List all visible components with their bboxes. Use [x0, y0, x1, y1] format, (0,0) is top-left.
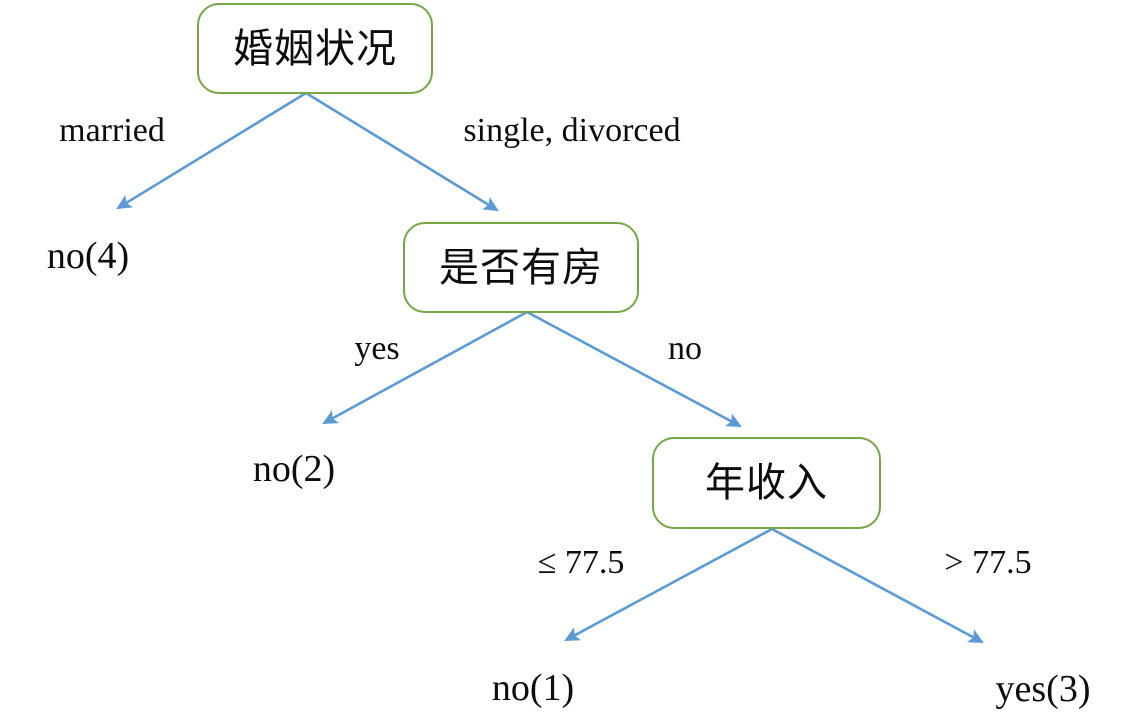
edge-root-to-house-node — [305, 91, 499, 212]
edge-house-to-yes-leaf — [322, 310, 528, 425]
node-annual-income[interactable]: 年收入 — [652, 437, 881, 529]
leaf-house-yes-no: no(2) — [252, 448, 336, 490]
edge-label-single-divorced: single, divorced — [463, 112, 681, 149]
edge-root-to-married-leaf — [116, 91, 307, 210]
node-has-house-label: 是否有房 — [439, 244, 603, 291]
edge-label-income-high: > 77.5 — [944, 544, 1032, 581]
edge-income-to-low-leaf — [564, 527, 773, 642]
node-marital-status-label: 婚姻状况 — [233, 25, 397, 72]
leaf-income-low-no: no(1) — [491, 667, 575, 709]
leaf-married-no: no(4) — [46, 235, 130, 277]
edge-label-income-low: ≤ 77.5 — [537, 544, 625, 581]
node-has-house[interactable]: 是否有房 — [403, 222, 639, 313]
node-marital-status[interactable]: 婚姻状况 — [197, 3, 433, 94]
edge-label-married: married — [59, 112, 165, 149]
edge-label-house-no: no — [668, 330, 702, 367]
leaf-income-high-yes: yes(3) — [995, 668, 1091, 710]
edge-house-to-income-node — [526, 310, 742, 428]
edge-income-to-high-leaf — [771, 527, 984, 644]
node-annual-income-label: 年收入 — [705, 460, 828, 506]
edge-label-house-yes: yes — [354, 330, 400, 367]
